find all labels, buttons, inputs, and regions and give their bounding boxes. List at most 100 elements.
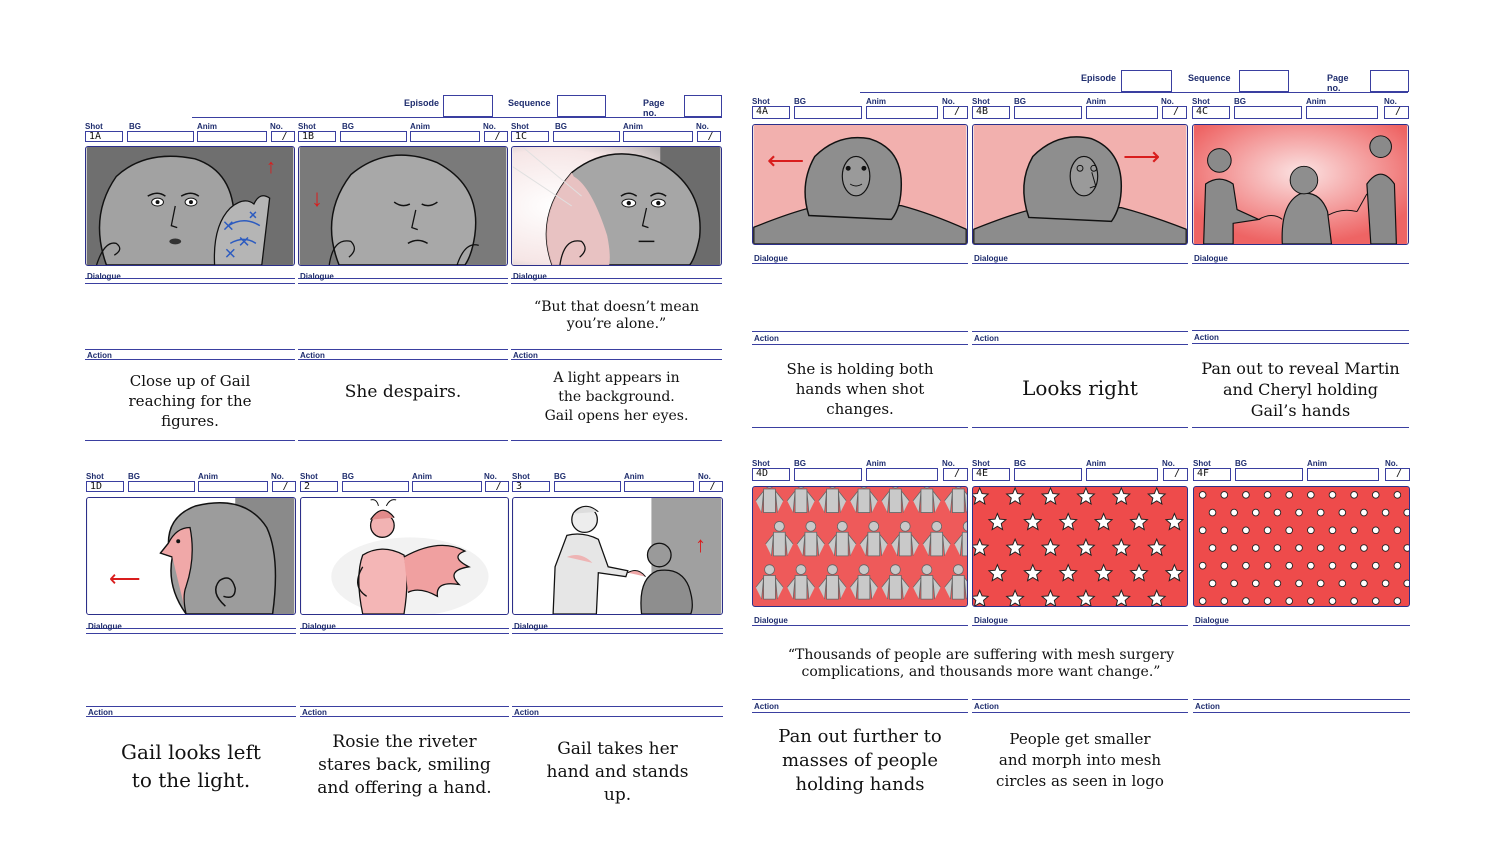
no-field[interactable]: / bbox=[943, 468, 968, 481]
star-mark bbox=[1040, 487, 1061, 506]
paper-doll-figure bbox=[786, 564, 816, 600]
no-field[interactable]: / bbox=[697, 131, 721, 142]
shot-field[interactable]: 4A bbox=[752, 106, 790, 119]
bg-field[interactable] bbox=[1235, 468, 1303, 481]
shot-field[interactable]: 3 bbox=[512, 481, 550, 492]
action-label: Action bbox=[1195, 702, 1220, 711]
page-no-field[interactable] bbox=[684, 95, 722, 117]
shot-field[interactable]: 4F bbox=[1193, 468, 1231, 481]
shot-field[interactable]: 2 bbox=[300, 481, 338, 492]
bg-field[interactable] bbox=[1014, 468, 1082, 481]
episode-field[interactable] bbox=[443, 95, 493, 117]
mesh-circle-mark bbox=[1285, 561, 1293, 570]
page-no-field[interactable] bbox=[1370, 70, 1409, 92]
shot-field[interactable]: 4E bbox=[972, 468, 1010, 481]
action-rule-2 bbox=[86, 716, 296, 717]
mesh-circle-mark bbox=[1328, 526, 1337, 535]
mesh-circle-mark bbox=[1403, 579, 1409, 588]
bg-field[interactable] bbox=[342, 481, 409, 492]
dialogue-rule bbox=[1193, 625, 1410, 626]
page-no-label: Page no. bbox=[1327, 73, 1349, 93]
anim-label: Anim bbox=[1306, 97, 1326, 106]
star-mark bbox=[1111, 537, 1131, 557]
no-field[interactable]: / bbox=[271, 131, 295, 142]
action-label: Action bbox=[514, 708, 539, 717]
paper-doll-figure bbox=[849, 487, 879, 513]
anim-field[interactable] bbox=[412, 481, 482, 492]
no-field[interactable]: / bbox=[1163, 468, 1188, 481]
no-field[interactable]: / bbox=[1384, 106, 1409, 119]
paper-doll-figure bbox=[881, 564, 910, 600]
action-label: Action bbox=[974, 702, 999, 711]
shot-field[interactable]: 1B bbox=[298, 131, 336, 142]
mesh-marks bbox=[223, 211, 261, 258]
action-label: Action bbox=[87, 351, 112, 360]
anim-field[interactable] bbox=[197, 131, 267, 142]
no-field[interactable]: / bbox=[1385, 468, 1410, 481]
dialogue-rule bbox=[752, 263, 968, 264]
no-label: No. bbox=[942, 459, 955, 468]
mesh-circle-mark bbox=[1381, 544, 1390, 552]
shot-field[interactable]: 4D bbox=[752, 468, 790, 481]
anim-field[interactable] bbox=[1307, 468, 1379, 481]
no-field[interactable]: / bbox=[1162, 106, 1187, 119]
shot-field[interactable]: 1C bbox=[511, 131, 549, 142]
anim-field[interactable] bbox=[623, 131, 693, 142]
mesh-circle-mark bbox=[1263, 561, 1272, 570]
bg-field[interactable] bbox=[794, 106, 862, 119]
star-mark bbox=[1164, 512, 1185, 531]
mesh-circle-mark bbox=[1251, 579, 1260, 588]
anim-field[interactable] bbox=[866, 468, 938, 481]
anim-field[interactable] bbox=[198, 481, 268, 492]
shot-field[interactable]: 1A bbox=[85, 131, 123, 142]
dialogue-label: Dialogue bbox=[300, 272, 334, 281]
anim-field[interactable] bbox=[624, 481, 694, 492]
bg-field[interactable] bbox=[127, 131, 194, 142]
bg-field[interactable] bbox=[553, 131, 620, 142]
sequence-field[interactable] bbox=[1239, 70, 1289, 92]
action-rule bbox=[1193, 699, 1410, 700]
no-field[interactable]: / bbox=[943, 106, 968, 119]
bg-field[interactable] bbox=[340, 131, 407, 142]
mesh-circle-mark bbox=[1285, 491, 1293, 499]
dialogue-rule bbox=[511, 278, 722, 279]
episode-field[interactable] bbox=[1121, 70, 1172, 92]
action-rule bbox=[1192, 330, 1409, 331]
no-field[interactable]: / bbox=[484, 131, 508, 142]
bg-field[interactable] bbox=[1234, 106, 1302, 119]
bg-field[interactable] bbox=[794, 468, 862, 481]
anim-field[interactable] bbox=[1086, 468, 1158, 481]
bottom-rule bbox=[972, 427, 1188, 428]
dialogue-label: Dialogue bbox=[514, 622, 548, 631]
shot-field[interactable]: 4C bbox=[1192, 106, 1230, 119]
bg-field[interactable] bbox=[554, 481, 621, 492]
anim-label: Anim bbox=[623, 122, 643, 131]
shot-label: Shot bbox=[300, 472, 318, 481]
mesh-circle-mark bbox=[1220, 526, 1229, 535]
dialogue-label: Dialogue bbox=[88, 622, 122, 631]
dialogue-rule bbox=[512, 628, 723, 629]
no-field[interactable]: / bbox=[272, 481, 296, 492]
bg-label: BG bbox=[1014, 97, 1026, 106]
anim-field[interactable] bbox=[410, 131, 480, 142]
action-rule-2 bbox=[300, 716, 509, 717]
no-field[interactable]: / bbox=[699, 481, 723, 492]
star-mark bbox=[1129, 512, 1149, 531]
anim-field[interactable] bbox=[866, 106, 938, 119]
mesh-circle-mark bbox=[1220, 561, 1229, 570]
shot-label: Shot bbox=[85, 122, 103, 131]
sequence-field[interactable] bbox=[557, 95, 606, 117]
bg-field[interactable] bbox=[128, 481, 195, 492]
bg-field[interactable] bbox=[1014, 106, 1082, 119]
star-mark bbox=[1076, 588, 1096, 606]
shot-field[interactable]: 4B bbox=[972, 106, 1010, 119]
mesh-circle-mark bbox=[1350, 491, 1358, 499]
anim-field[interactable] bbox=[1086, 106, 1158, 119]
bg-label: BG bbox=[129, 122, 141, 131]
shot-field[interactable]: 1D bbox=[86, 481, 124, 492]
no-label: No. bbox=[1384, 97, 1397, 106]
anim-field[interactable] bbox=[1306, 106, 1378, 119]
no-field[interactable]: / bbox=[485, 481, 509, 492]
anim-label: Anim bbox=[412, 472, 432, 481]
dialogue-label: Dialogue bbox=[513, 272, 547, 281]
